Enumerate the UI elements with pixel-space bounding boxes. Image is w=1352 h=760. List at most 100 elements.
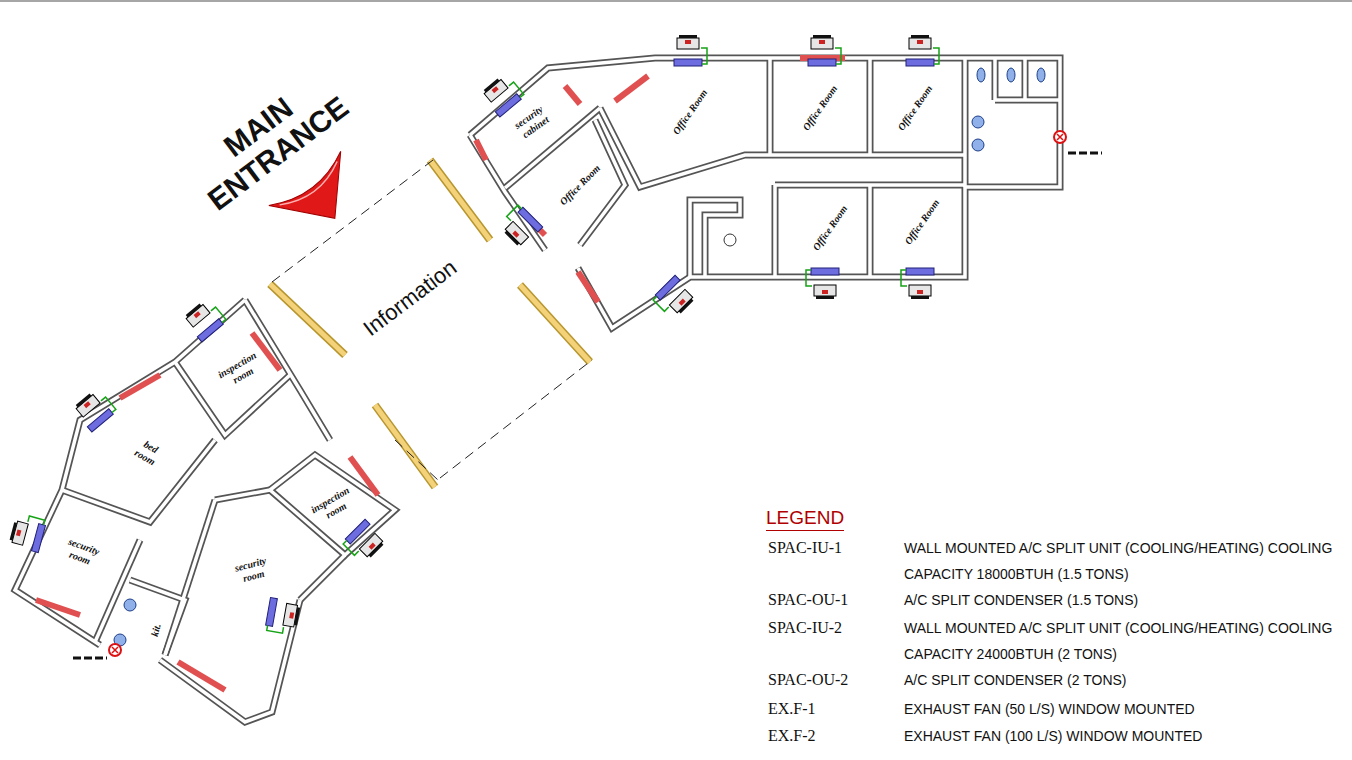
wall-core: [160, 600, 300, 722]
condenser: [677, 38, 699, 49]
legend-description: A/C SPLIT CONDENSER (2 TONS): [904, 667, 1127, 693]
condenser: [814, 285, 836, 296]
wall-outline: [95, 540, 140, 642]
floor-drain: [724, 234, 736, 246]
ac-split-unit: [674, 35, 707, 66]
ac-split-unit: [182, 297, 227, 342]
room-name: security cabinet: [512, 103, 552, 140]
window: [36, 600, 80, 615]
hall-wall: [270, 284, 345, 355]
entrance-arrow-highlight: [280, 162, 344, 213]
room-name: Office Room: [800, 83, 839, 132]
room-name: Office Room: [895, 83, 934, 132]
room-name: Office Room: [810, 203, 849, 252]
ac-split-unit: [906, 35, 939, 66]
wall-outline: [772, 185, 779, 277]
refrigerant-pipe: [933, 48, 939, 64]
window: [565, 86, 580, 104]
condenser-fan: [294, 607, 300, 625]
hall-dashed-edge: [440, 360, 592, 478]
wall-core: [768, 58, 772, 155]
condenser-fan: [679, 35, 697, 38]
legend-description: WALL MOUNTED A/C SPLIT UNIT (COOLING/HEA…: [904, 535, 1336, 587]
room-label-box: security room: [231, 552, 273, 587]
refrigerant-pipe: [343, 540, 359, 556]
legend-code: EX.F-1: [768, 696, 816, 722]
basin-fixture: [972, 116, 984, 128]
fan-body: [109, 644, 121, 656]
condenser-fan: [369, 543, 384, 558]
wall-outline: [690, 200, 740, 277]
room-label-box: Office Room: [900, 194, 945, 249]
condenser-mark: [917, 40, 923, 44]
room-label-box: Office Room: [808, 200, 853, 255]
wall-core: [963, 58, 967, 187]
condenser-mark: [194, 311, 201, 318]
ac-split-unit: [265, 598, 301, 636]
wall-core: [130, 580, 185, 655]
fan-duct-tag: [1068, 152, 1102, 155]
hall-dashed-edge: [272, 160, 433, 282]
exhaust-fan: [73, 644, 121, 658]
wall-outline: [867, 185, 874, 277]
hall-wall-fill: [520, 285, 590, 362]
indoor-unit: [266, 598, 278, 627]
top-border: [0, 0, 1352, 2]
condenser-mark: [84, 401, 91, 408]
condenser-mark: [492, 86, 499, 93]
refrigerant-pipe: [28, 516, 45, 526]
room-label-box: bed room: [130, 434, 166, 470]
window: [350, 457, 378, 495]
legend-code: SPAC-IU-1: [768, 535, 842, 561]
condenser-fan: [186, 304, 202, 318]
condenser: [909, 38, 931, 49]
legend-description: EXHAUST FAN (100 L/S) WINDOW MOUNTED: [904, 723, 1202, 749]
room-label-box: inspection room: [306, 482, 360, 528]
wall-core: [993, 58, 997, 100]
hall-wall: [520, 285, 590, 362]
window: [178, 662, 225, 690]
indoor-unit: [518, 207, 543, 232]
wall-core: [15, 300, 245, 645]
room-label-box: security cabinet: [509, 101, 554, 144]
exhaust-fan: [1054, 131, 1102, 153]
room-label-box: Information: [356, 252, 465, 344]
condenser: [505, 221, 528, 244]
hall-wall: [430, 160, 490, 240]
room-name: inspection room: [216, 349, 264, 390]
refrigerant-pipe: [835, 48, 841, 64]
condenser-fan: [505, 231, 520, 246]
wall-outline: [867, 58, 874, 155]
room-label-box: Office Room: [668, 84, 713, 139]
legend-description: EXHAUST FAN (50 L/S) WINDOW MOUNTED: [904, 696, 1195, 722]
hall-wall-fill: [270, 284, 345, 355]
wall-outline: [470, 58, 1060, 328]
wall-core: [995, 98, 1060, 102]
condenser-mark: [289, 612, 294, 619]
room-name: security room: [63, 536, 101, 569]
wall-outline: [995, 97, 1060, 104]
indoor-unit: [495, 94, 521, 117]
indoor-unit: [811, 268, 839, 275]
wall-core: [773, 185, 777, 277]
condenser-fan: [10, 522, 18, 540]
wall-outline: [15, 300, 245, 645]
hall-wall-fill: [375, 405, 435, 487]
condenser-mark: [512, 231, 519, 238]
indoor-unit: [808, 59, 836, 66]
wall-core: [470, 58, 1060, 328]
window: [615, 76, 648, 101]
room-name: bed room: [133, 437, 163, 468]
condenser-fan: [911, 35, 929, 38]
condenser-mark: [819, 40, 825, 44]
legend-code: SPAC-IU-2: [768, 615, 842, 641]
toilet-fixture: [1007, 68, 1015, 82]
window: [476, 140, 486, 160]
wall-core: [95, 540, 140, 642]
indoor-unit: [906, 268, 934, 275]
ac-split-unit: [901, 268, 934, 299]
ac-split-unit: [8, 513, 46, 553]
refrigerant-pipe: [901, 270, 907, 286]
condenser-fan: [911, 296, 929, 299]
condenser-fan: [816, 296, 834, 299]
